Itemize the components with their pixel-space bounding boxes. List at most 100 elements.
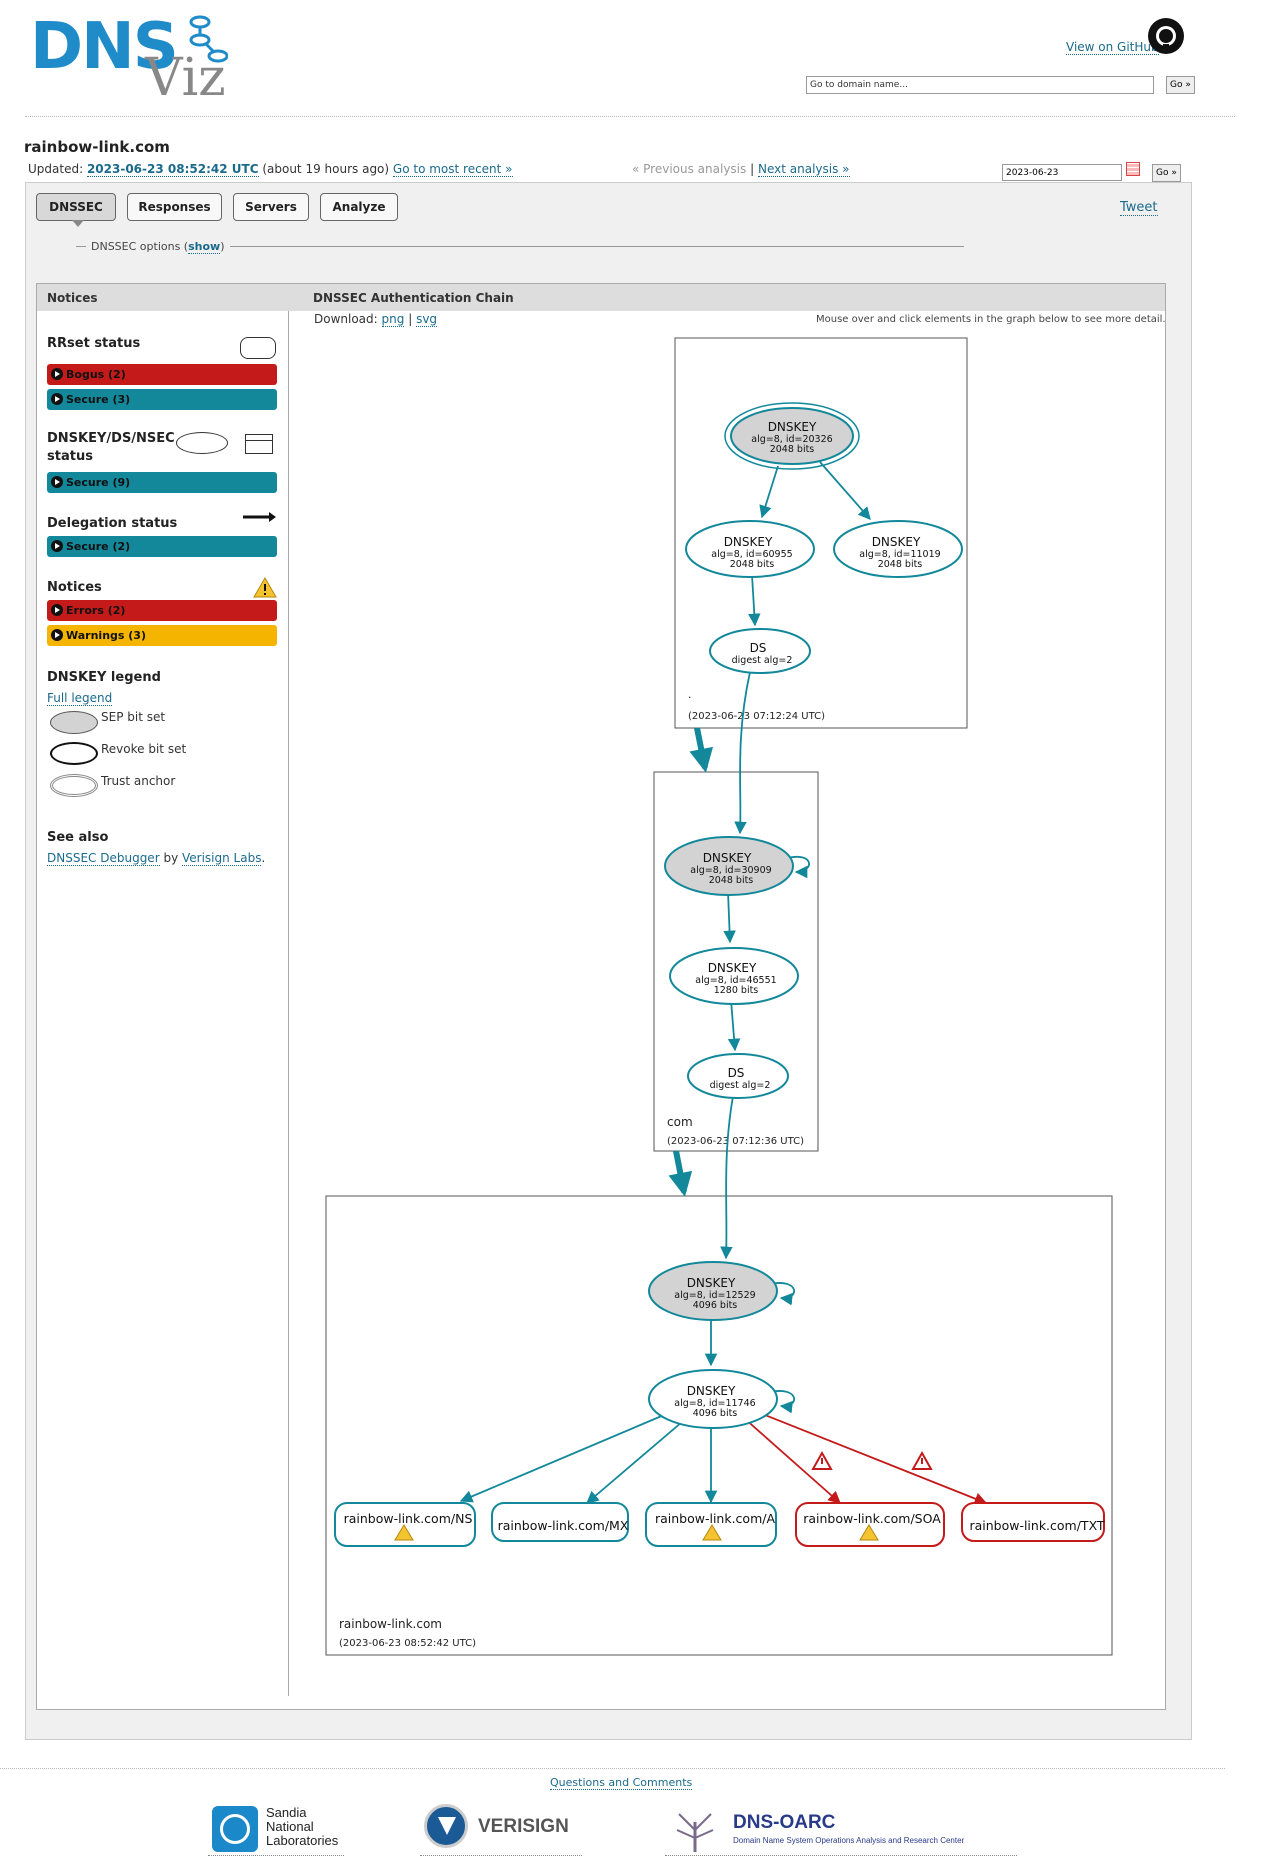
most-recent-link[interactable]: Go to most recent » [392, 162, 513, 177]
edge[interactable] [586, 1421, 683, 1504]
github-icon[interactable] [1148, 18, 1184, 54]
ds-node-root[interactable]: DS digest alg=2 [709, 628, 811, 674]
root-zone-box [674, 337, 968, 729]
svg-text:rainbow-link.com/MX: rainbow-link.com/MX [498, 1518, 629, 1533]
dnssec-debugger-link[interactable]: DNSSEC Debugger [47, 851, 160, 866]
expand-icon [51, 368, 63, 380]
svg-text:rainbow-link.com/A: rainbow-link.com/A [655, 1511, 775, 1526]
tab-responses[interactable]: Responses [127, 193, 222, 221]
edge[interactable] [734, 671, 751, 835]
calendar-icon[interactable] [1126, 162, 1140, 176]
svg-text:DNSKEY: DNSKEY [687, 1276, 736, 1290]
search-go-button[interactable]: Go » [1166, 76, 1195, 94]
warnings-badge[interactable]: Warnings (3) [47, 625, 277, 646]
dnskey-node-11746[interactable]: DNSKEY alg=8, id=11746 4096 bits [648, 1369, 778, 1429]
oarc-tree-icon [676, 1813, 714, 1852]
verisign-logo[interactable]: VERISIGN [420, 1800, 582, 1856]
expand-icon [51, 540, 63, 552]
dns-oarc-logo[interactable]: DNS-OARC Domain Name System Operations A… [665, 1800, 1017, 1856]
rrset-secure-badge[interactable]: Secure (3) [47, 389, 277, 410]
rrset-txt[interactable]: rainbow-link.com/TXT [961, 1502, 1105, 1542]
edge[interactable] [459, 1414, 665, 1503]
rrset-status-heading: RRset status [47, 336, 141, 351]
dnskey-node-30909[interactable]: DNSKEY alg=8, id=30909 2048 bits [664, 836, 794, 896]
tab-servers[interactable]: Servers [233, 193, 309, 221]
badge-label: Secure (2) [66, 540, 131, 553]
footer-divider [0, 1768, 1225, 1769]
bogus-edge-warning-icon[interactable] [811, 1450, 933, 1470]
rrset-ns[interactable]: rainbow-link.com/NS [334, 1502, 476, 1547]
edge[interactable] [759, 465, 779, 519]
rrset-soa[interactable]: rainbow-link.com/SOA [795, 1502, 945, 1547]
trust-anchor-legend-icon [50, 774, 98, 797]
svg-text:alg=8, id=30909: alg=8, id=30909 [690, 865, 771, 876]
dnskey-node-11019[interactable]: DNSKEY alg=8, id=11019 2048 bits [833, 520, 963, 578]
delegation-secure-badge[interactable]: Secure (2) [47, 536, 277, 557]
svg-text:2048 bits: 2048 bits [730, 559, 775, 570]
rrset-mx[interactable]: rainbow-link.com/MX [491, 1502, 629, 1542]
svg-text:alg=8, id=20326: alg=8, id=20326 [751, 434, 832, 445]
edge[interactable] [727, 999, 741, 1052]
self-loop[interactable] [783, 856, 810, 879]
full-legend-link[interactable]: Full legend [47, 691, 113, 706]
svg-text:alg=8, id=11746: alg=8, id=11746 [674, 1398, 755, 1409]
questions-link[interactable]: Questions and Comments [550, 1776, 693, 1790]
verisign-mark-icon [424, 1804, 468, 1848]
self-loop[interactable] [769, 1282, 795, 1306]
svg-text:DNSKEY: DNSKEY [872, 535, 921, 549]
delegation-arrow-domain[interactable] [668, 1150, 693, 1197]
edge[interactable] [723, 891, 736, 944]
tab-analyze[interactable]: Analyze [320, 193, 398, 221]
download-svg-link[interactable]: svg [416, 312, 438, 327]
expand-icon [51, 393, 63, 405]
svg-text:4096 bits: 4096 bits [693, 1300, 738, 1311]
verisign-labs-link[interactable]: Verisign Labs [182, 851, 262, 866]
bogus-edge[interactable] [743, 1417, 841, 1504]
rrset-a[interactable]: rainbow-link.com/A [645, 1502, 777, 1547]
date-go-button[interactable]: Go » [1152, 164, 1181, 182]
header-divider [25, 116, 1235, 117]
search-input[interactable] [806, 76, 1154, 94]
dnskey-node-60955[interactable]: DNSKEY alg=8, id=60955 2048 bits [685, 520, 815, 578]
svg-text:2048 bits: 2048 bits [770, 444, 815, 455]
dnskey-node-46551[interactable]: DNSKEY alg=8, id=46551 1280 bits [669, 947, 799, 1005]
date-input[interactable] [1002, 164, 1122, 181]
see-also-heading: See also [47, 830, 109, 845]
download-label: Download: [314, 312, 378, 326]
tweet-link[interactable]: Tweet [1120, 200, 1158, 216]
edge[interactable] [720, 1095, 734, 1260]
active-tab-caret [72, 220, 84, 227]
options-show-link[interactable]: show [188, 240, 221, 254]
chain-header: DNSSEC Authentication Chain [313, 291, 514, 305]
bogus-edge[interactable] [759, 1412, 988, 1505]
ellipse-shape-icon [176, 432, 228, 454]
github-link[interactable]: View on GitHub [1066, 40, 1159, 55]
dnskey-secure-badge[interactable]: Secure (9) [47, 472, 277, 493]
updated-time-link[interactable]: 2023-06-23 08:52:42 UTC [86, 162, 259, 177]
self-loop[interactable] [769, 1390, 795, 1414]
ds-node-com[interactable]: DS digest alg=2 [687, 1053, 789, 1099]
root-zone-name: . [688, 688, 692, 701]
next-analysis-link[interactable]: Next analysis » [757, 162, 850, 177]
expand-icon [51, 604, 63, 616]
edge[interactable] [819, 461, 871, 520]
delegation-arrow-com[interactable] [689, 727, 714, 773]
dnsviz-logo[interactable]: DNS [30, 10, 179, 84]
rrset-bogus-badge[interactable]: Bogus (2) [47, 364, 277, 385]
root-zone-time: (2023-06-23 07:12:24 UTC) [688, 711, 825, 722]
rrset-warning-icon[interactable] [394, 1524, 879, 1541]
period-text: . [261, 851, 266, 865]
edge[interactable] [748, 574, 761, 627]
com-zone-time: (2023-06-23 07:12:36 UTC) [667, 1136, 804, 1147]
svg-text:digest alg=2: digest alg=2 [732, 655, 793, 666]
dnskey-status-heading: DNSKEY/DS/NSEC status [47, 431, 175, 464]
download-png-link[interactable]: png [381, 312, 405, 327]
svg-text:rainbow-link.com/SOA: rainbow-link.com/SOA [803, 1511, 941, 1526]
logo-dots-icon [189, 15, 228, 63]
svg-text:DNSKEY: DNSKEY [724, 535, 773, 549]
dnskey-node-12529[interactable]: DNSKEY alg=8, id=12529 4096 bits [648, 1261, 778, 1321]
dnskey-node-20326[interactable]: DNSKEY alg=8, id=20326 2048 bits [724, 402, 860, 470]
errors-badge[interactable]: Errors (2) [47, 600, 277, 621]
